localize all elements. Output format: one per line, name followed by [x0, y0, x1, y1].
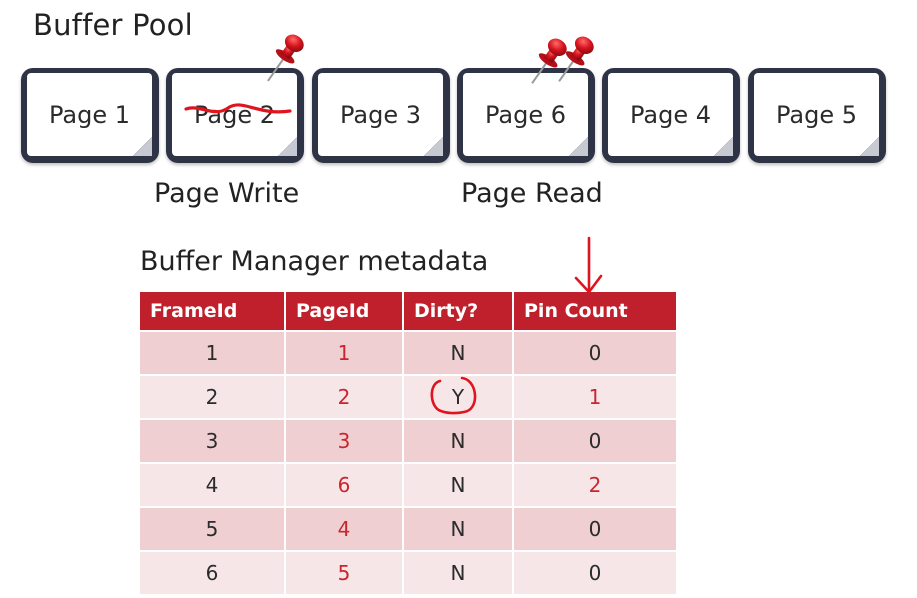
cell-pin-count: 0: [514, 330, 676, 374]
table-header-row: FrameId PageId Dirty? Pin Count: [140, 292, 676, 330]
frame-label: Page 4: [630, 100, 711, 129]
frame-label: Page 3: [340, 100, 421, 129]
cell-pin-count: 2: [514, 462, 676, 506]
cell-frameid: 4: [140, 462, 286, 506]
table-row: 5 4 N 0: [140, 506, 676, 550]
metadata-table: FrameId PageId Dirty? Pin Count 1 1 N 0 …: [140, 292, 676, 594]
cell-pageid: 2: [286, 374, 404, 418]
frame-2: Page 2: [166, 68, 304, 163]
cell-dirty: N: [404, 550, 514, 594]
frame-4: Page 6: [457, 68, 595, 163]
cell-dirty: N: [404, 330, 514, 374]
table-row: 4 6 N 2: [140, 462, 676, 506]
page-read-caption: Page Read: [461, 178, 603, 209]
column-header-pin-count: Pin Count: [514, 292, 676, 330]
table-row: 6 5 N 0: [140, 550, 676, 594]
cell-pin-count: 0: [514, 418, 676, 462]
page-fold: [133, 137, 152, 156]
table-row: 3 3 N 0: [140, 418, 676, 462]
cell-pageid: 3: [286, 418, 404, 462]
cell-pageid: 6: [286, 462, 404, 506]
metadata-title: Buffer Manager metadata: [140, 246, 489, 277]
column-header-frameid: FrameId: [140, 292, 286, 330]
cell-pageid: 4: [286, 506, 404, 550]
cell-frameid: 2: [140, 374, 286, 418]
frame-label: Page 5: [776, 100, 857, 129]
down-arrow-mark: [574, 236, 603, 295]
cell-dirty: N: [404, 462, 514, 506]
column-header-pageid: PageId: [286, 292, 404, 330]
cell-pin-count: 0: [514, 506, 676, 550]
page-fold: [714, 137, 733, 156]
frame-1: Page 1: [21, 68, 159, 163]
page-fold: [860, 137, 879, 156]
frame-3: Page 3: [312, 68, 450, 163]
cell-frameid: 1: [140, 330, 286, 374]
cell-dirty: Y: [404, 374, 514, 418]
page-write-caption: Page Write: [154, 178, 300, 209]
page-fold: [424, 137, 443, 156]
table-row: 1 1 N 0: [140, 330, 676, 374]
cell-dirty: N: [404, 418, 514, 462]
column-header-dirty: Dirty?: [404, 292, 514, 330]
cell-frameid: 6: [140, 550, 286, 594]
cell-pageid: 5: [286, 550, 404, 594]
cell-pin-count: 1: [514, 374, 676, 418]
frame-6: Page 5: [748, 68, 886, 163]
cell-dirty: N: [404, 506, 514, 550]
page-fold: [569, 137, 588, 156]
frame-label: Page 1: [49, 100, 130, 129]
page-fold: [278, 137, 297, 156]
table-row: 2 2 Y 1: [140, 374, 676, 418]
cell-frameid: 5: [140, 506, 286, 550]
cell-pageid: 1: [286, 330, 404, 374]
frame-5: Page 4: [602, 68, 740, 163]
frame-label: Page 6: [485, 100, 566, 129]
frame-label: Page 2: [194, 100, 275, 129]
buffer-pool-title: Buffer Pool: [33, 8, 193, 42]
cell-frameid: 3: [140, 418, 286, 462]
cell-pin-count: 0: [514, 550, 676, 594]
